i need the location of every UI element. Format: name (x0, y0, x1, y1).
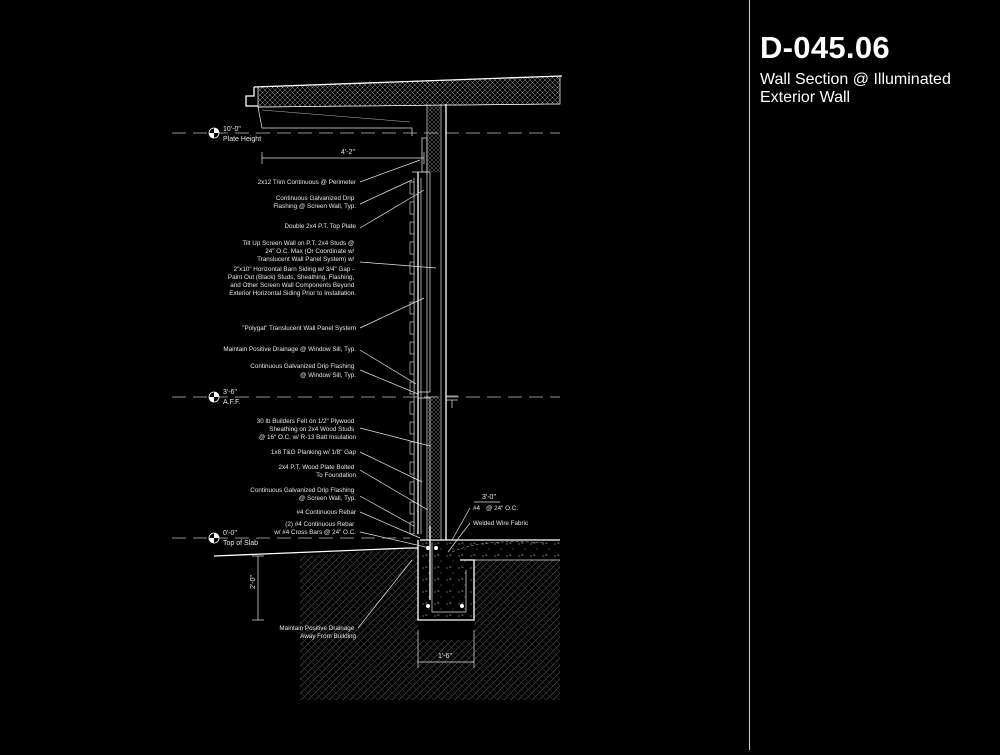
note-drainage-sill: Maintain Positive Drainage @ Window Sill… (223, 346, 356, 353)
note-trim: 2x12 Trim Continuous @ Perimeter (258, 179, 356, 186)
level-lines (172, 132, 560, 539)
footing-width-dimension: 1'-6" (417, 630, 475, 668)
roof-assembly (245, 75, 563, 136)
note-polygal: "Polygal" Translucent Wall Panel System (242, 325, 356, 332)
wall-assembly (412, 104, 458, 540)
note-wire-fabric: Welded Wire Fabric (473, 520, 528, 527)
sheet-number: D-045.06 (760, 30, 890, 65)
siding-slat (409, 321, 415, 335)
sill-level-label: A.F.F. (223, 399, 241, 406)
siding-slat (409, 201, 415, 215)
siding-slat (409, 461, 415, 475)
siding-slat (409, 501, 415, 515)
plate-level-value: 10'-0" (223, 126, 241, 133)
leader-lines (357, 159, 471, 629)
footing-depth-text: 2'-0" (250, 575, 257, 589)
wall-section-drawing: 10'-0" Plate Height 3'-6" A.F.F. 0'-0" T… (172, 75, 563, 700)
siding-slat (409, 301, 415, 315)
note-drainage-building: Maintain Positive Drainage Away From Bui… (279, 625, 356, 640)
note-wood-plate: 2x4 P.T. Wood Plate Bolted To Foundation (279, 464, 357, 479)
siding-slat (409, 221, 415, 235)
drawing-area: 10'-0" Plate Height 3'-6" A.F.F. 0'-0" T… (172, 75, 563, 700)
siding-slat (409, 421, 415, 435)
siding-slat (409, 241, 415, 255)
plate-level-label: Plate Height (223, 136, 261, 143)
rebar-spacing-dimension: 3'-0" (474, 494, 500, 503)
footing-depth-dimension: 2'-0" (250, 555, 264, 621)
note-drip-sill: Continuous Galvanized Drip Flashing @ Wi… (250, 363, 356, 379)
slab-level-value: 0'-0" (223, 530, 237, 537)
siding-slat (409, 521, 415, 535)
rebar-spacing-text: 3'-0" (482, 494, 496, 501)
siding-slat (409, 481, 415, 495)
siding-slat (409, 381, 415, 395)
note-planking: 1x8 T&G Planking w/ 1/8" Gap (271, 449, 357, 456)
siding-slat (409, 341, 415, 355)
footing-width-text: 1'-6" (438, 653, 452, 660)
note-felt: 30 lb Builders Felt on 1/2" Plywood Shea… (257, 418, 357, 441)
level-marker-plate: 10'-0" Plate Height (208, 126, 261, 143)
sheet-title: Wall Section @ Illuminated Exterior Wall (760, 71, 951, 106)
level-marker-slab: 0'-0" Top of Slab (208, 530, 258, 547)
note-rebar: #4 Continuous Rebar (296, 509, 356, 516)
siding-slats (409, 181, 415, 535)
sill-level-value: 3'-6" (223, 389, 237, 396)
overhang-dimension-text: 4'-2" (341, 149, 355, 156)
note-drip-screen-2: Continuous Galvanized Drip Flashing @ Sc… (250, 487, 356, 502)
note-top-plate: Double 2x4 P.T. Top Plate (284, 223, 356, 230)
note-rebar-2: (2) #4 Continuous Rebar w/ #4 Cross Bars… (273, 521, 356, 536)
siding-slat (409, 441, 415, 455)
siding-slat (409, 401, 415, 415)
siding-slat (409, 361, 415, 375)
note-screen-wall: Tilt Up Screen Wall on P.T. 2x4 Studs @ … (228, 240, 356, 297)
panel-divider (749, 0, 750, 750)
siding-slat (409, 261, 415, 275)
title-panel: D-045.06 Wall Section @ Illuminated Exte… (750, 0, 1000, 750)
siding-slat (409, 281, 415, 295)
slab-and-ground (213, 539, 560, 700)
footing (417, 526, 475, 621)
note-rebar-oc: #4 @ 24" O.C. (473, 505, 518, 512)
siding-slat (409, 181, 415, 195)
slab-level-label: Top of Slab (223, 540, 258, 547)
note-drip-screen: Continuous Galvanized Drip Flashing @ Sc… (273, 195, 356, 210)
level-marker-sill: 3'-6" A.F.F. (208, 389, 241, 406)
overhang-dimension: 4'-2" (261, 149, 425, 164)
